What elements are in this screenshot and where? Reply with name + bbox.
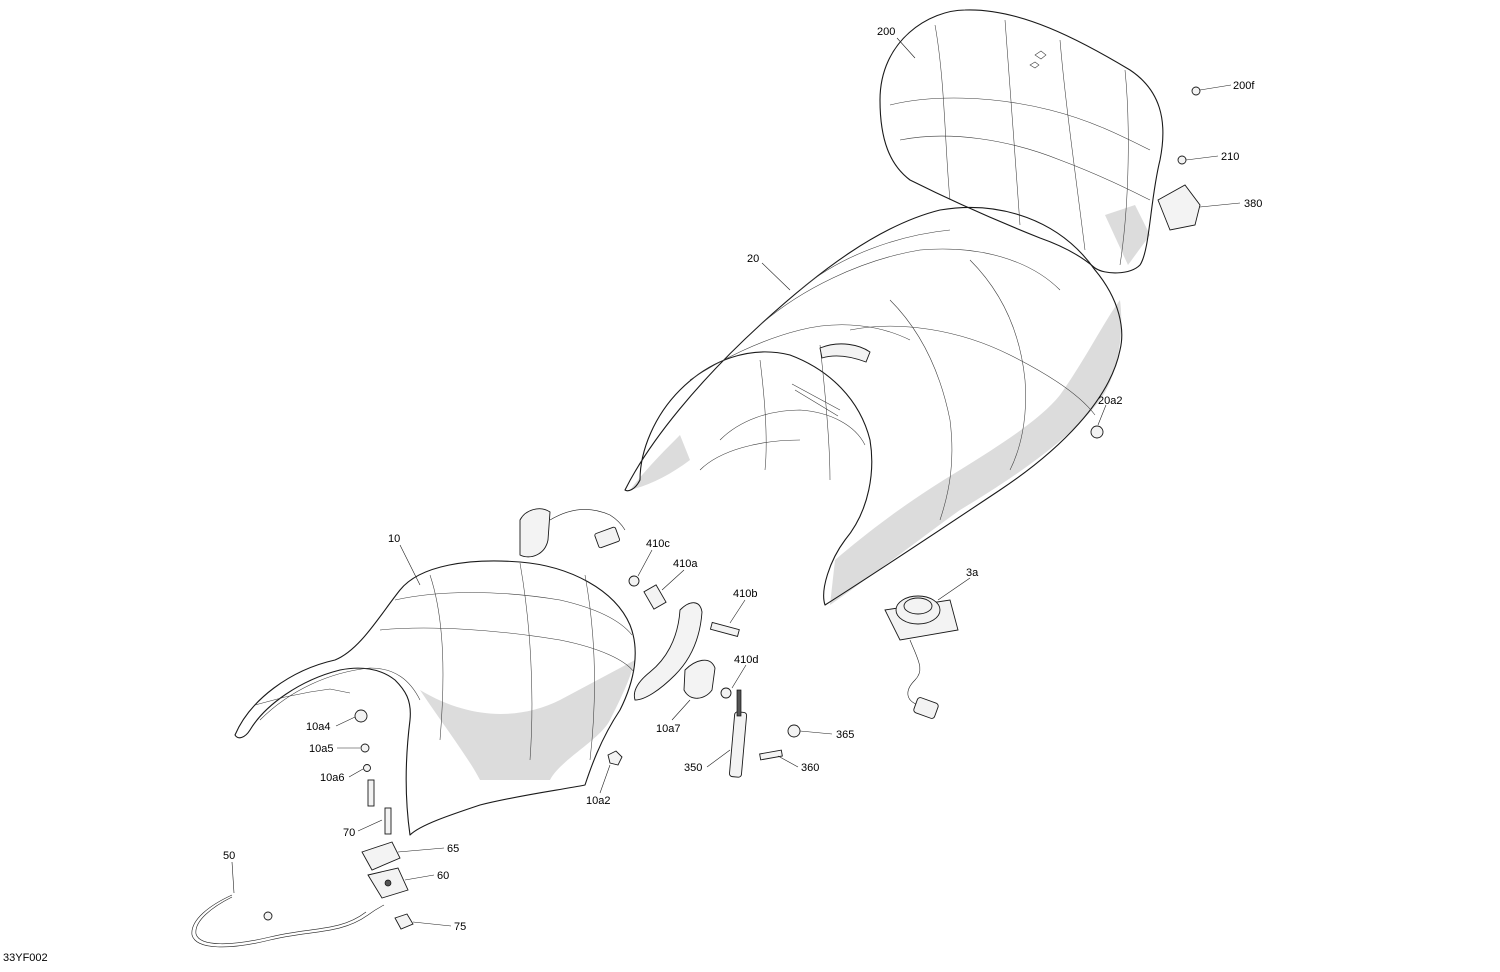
rear-seat [624,207,1123,606]
callout-10a7: 10a7 [656,723,680,735]
hinge-bracket [519,508,716,701]
callout-360: 360 [801,762,819,774]
figure-code: 33YF002 [3,952,48,964]
callout-200f: 200f [1233,80,1255,92]
callout-60: 60 [437,870,449,882]
callout-20a2: 20a2 [1098,395,1122,407]
callout-380: 380 [1244,198,1262,210]
callout-10a5: 10a5 [309,743,333,755]
callout-10a2: 10a2 [586,795,610,807]
backrest [879,9,1164,274]
callout-labels: 200 200f 210 380 20 20a2 10 410c 410a 41… [223,26,1262,933]
callout-350: 350 [684,762,702,774]
callout-365: 365 [836,729,854,741]
callout-75: 75 [454,921,466,933]
hardware [354,86,1201,835]
latch-assembly [361,841,414,930]
front-seat [234,560,636,836]
callout-410c: 410c [646,538,670,550]
callout-10a6: 10a6 [320,772,344,784]
callout-65: 65 [447,843,459,855]
callout-210: 210 [1221,151,1239,163]
callout-50: 50 [223,850,235,862]
callout-10a4: 10a4 [306,721,330,733]
callout-410a: 410a [673,558,698,570]
callout-10: 10 [388,533,400,545]
callout-410b: 410b [733,588,757,600]
callout-410d: 410d [734,654,758,666]
callout-3a: 3a [966,567,979,579]
callout-70: 70 [343,827,355,839]
gas-strut [729,689,801,778]
callout-20: 20 [747,253,759,265]
leader-lines [231,37,1241,927]
callout-200: 200 [877,26,895,38]
release-cable [191,894,385,948]
speaker [884,595,959,719]
